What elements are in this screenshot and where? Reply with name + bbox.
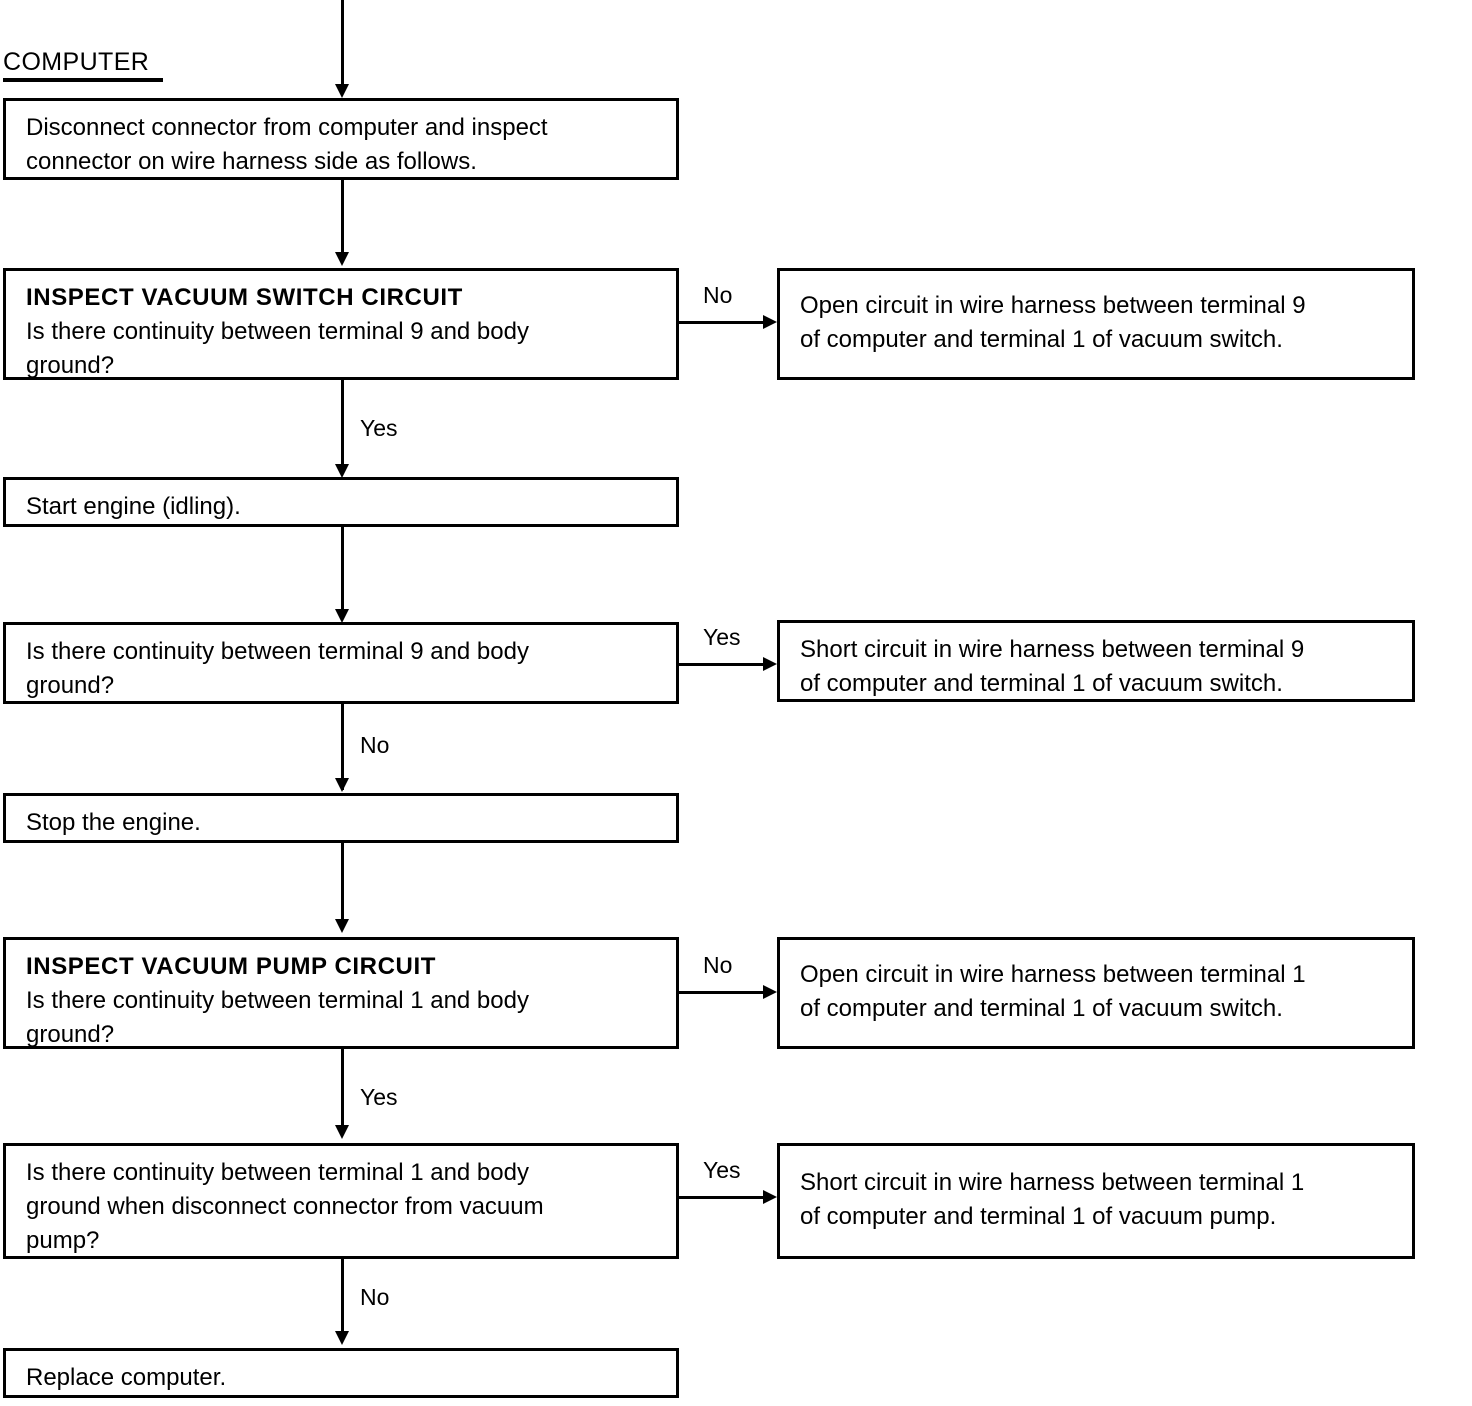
connector-continuity1-yes [679,1196,765,1199]
node-line: Short circuit in wire harness between te… [800,1169,1305,1196]
arrow-into-short-circuit-switch [763,657,777,671]
section-heading-underline [3,78,163,82]
node-line: Disconnect connector from computer and i… [26,114,548,141]
node-line: of computer and terminal 1 of vacuum swi… [800,670,1283,697]
branch-label-yes-continuity-terminal-1: Yes [360,1084,398,1110]
arrow-into-open-circuit-switch [763,315,777,329]
node-line: Is there continuity between terminal 9 a… [26,638,529,665]
node-line: Open circuit in wire harness between ter… [800,961,1306,988]
node-line: Is there continuity between terminal 9 a… [26,318,529,345]
node-line: Replace computer. [26,1364,227,1391]
node-short-circuit-pump: Short circuit in wire harness between te… [777,1143,1415,1259]
node-line: ground when disconnect connector from va… [26,1193,544,1220]
node-line: connector on wire harness side as follow… [26,148,477,175]
node-open-circuit-pump: Open circuit in wire harness between ter… [777,937,1415,1049]
arrow-into-continuity-terminal-1-disconnected [335,1125,349,1139]
branch-label-yes-start-engine: Yes [360,415,398,441]
branch-label-yes-short-circuit-switch: Yes [703,624,741,650]
connector-switch-no [679,321,765,324]
arrow-into-stop-engine [335,778,349,792]
node-line: Stop the engine. [26,809,201,836]
node-line: ground? [26,672,115,699]
connector-start-engine-to-continuity9 [341,527,344,609]
branch-label-no-open-circuit-pump: No [703,952,733,978]
arrow-into-inspect-vacuum-switch-circuit [335,252,349,266]
arrow-into-disconnect-connector [335,84,349,98]
connector-pump-no [679,991,765,994]
connector-stop-engine-to-pump [341,843,344,927]
node-line: Short circuit in wire harness between te… [800,636,1305,663]
node-line: ground? [26,352,115,379]
node-replace-computer: Replace computer. [3,1348,679,1398]
connector-continuity1-no [341,1259,344,1341]
node-line: of computer and terminal 1 of vacuum pum… [800,1203,1277,1230]
branch-label-yes-short-circuit-pump: Yes [703,1157,741,1183]
connector-disconnect-to-switch [341,180,344,252]
arrow-into-open-circuit-pump [763,985,777,999]
connector-continuity9-no [341,704,344,790]
node-disconnect-connector: Disconnect connector from computer and i… [3,98,679,180]
branch-label-no-replace-computer: No [360,1284,390,1310]
arrow-into-start-engine [335,464,349,478]
node-continuity-terminal-1-disconnected: Is there continuity between terminal 1 a… [3,1143,679,1259]
connector-incoming-top [341,0,344,84]
node-short-circuit-switch: Short circuit in wire harness between te… [777,620,1415,702]
node-heading: INSPECT VACUUM PUMP CIRCUIT [26,953,436,980]
section-heading-computer: COMPUTER [3,48,150,76]
arrow-into-inspect-vacuum-pump-circuit [335,919,349,933]
node-line: Start engine (idling). [26,493,241,520]
node-continuity-terminal-9-idling: Is there continuity between terminal 9 a… [3,622,679,704]
node-heading: INSPECT VACUUM SWITCH CIRCUIT [26,284,463,311]
node-line: Is there continuity between terminal 1 a… [26,1159,529,1186]
arrow-into-short-circuit-pump [763,1190,777,1204]
node-inspect-vacuum-pump-circuit: INSPECT VACUUM PUMP CIRCUIT Is there con… [3,937,679,1049]
connector-continuity9-yes [679,663,765,666]
node-line: of computer and terminal 1 of vacuum swi… [800,995,1283,1022]
connector-pump-yes [341,1049,344,1135]
branch-label-no-stop-engine: No [360,732,390,758]
node-line: Open circuit in wire harness between ter… [800,292,1306,319]
branch-label-no-switch-open: No [703,282,733,308]
arrow-into-continuity-terminal-9-idling [335,609,349,623]
node-line: pump? [26,1227,100,1254]
node-line: ground? [26,1021,115,1048]
connector-switch-yes [341,380,344,464]
node-stop-engine: Stop the engine. [3,793,679,843]
node-inspect-vacuum-switch-circuit: INSPECT VACUUM SWITCH CIRCUIT Is there c… [3,268,679,380]
node-start-engine: Start engine (idling). [3,477,679,527]
arrow-into-replace-computer [335,1331,349,1345]
node-line: of computer and terminal 1 of vacuum swi… [800,326,1283,353]
node-open-circuit-switch: Open circuit in wire harness between ter… [777,268,1415,380]
node-line: Is there continuity between terminal 1 a… [26,987,529,1014]
